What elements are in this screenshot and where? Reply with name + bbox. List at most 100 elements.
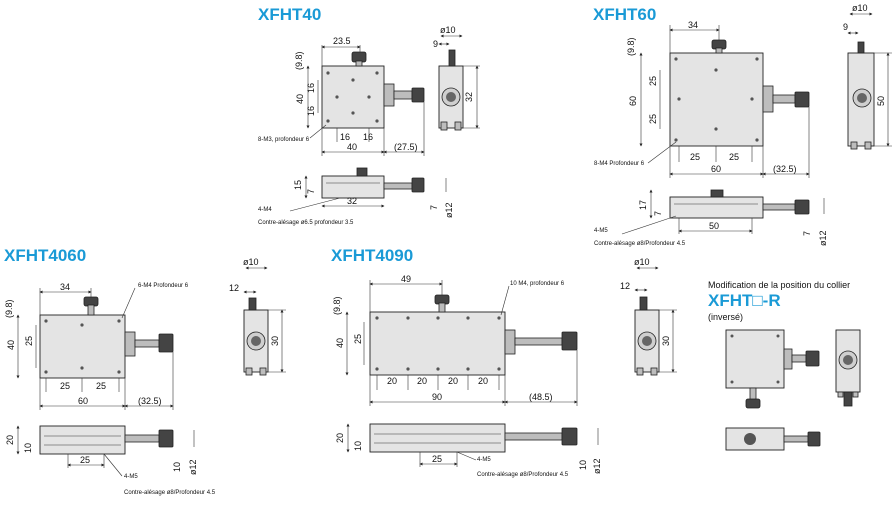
xfht40-dim-16b: 16 [306, 106, 316, 116]
xfht4060-dim-40-h: 40 [6, 340, 16, 350]
xfht4060-note-top: 6-M4 Profondeur 6 [138, 283, 189, 289]
reverse-stage-body [725, 329, 785, 389]
xfht60-dim-25b: 25 [648, 114, 658, 124]
xfht4090-dim-dia10: ø10 [634, 257, 650, 267]
title-reverse-model: XFHT□-R [708, 291, 781, 310]
reverse-front-view [725, 427, 821, 451]
xfht40-dim-dia12: ø12 [444, 202, 454, 218]
xfht4060-dim-32-5: (32.5) [138, 396, 162, 406]
xfht4060-dim-34: 34 [60, 282, 70, 292]
xfht4090-dim-48-5: (48.5) [529, 392, 553, 402]
xfht4090-dim-20a: 20 [387, 376, 397, 386]
xfht60-dim-dia10: ø10 [852, 3, 868, 13]
xfht60-dim-60-w: 60 [711, 164, 721, 174]
xfht4060-dim-dia10: ø10 [243, 257, 259, 267]
title-xfht60: XFHT60 [593, 5, 656, 24]
xfht4060-dim-25b: 25 [96, 381, 106, 391]
xfht4090-dim-20: 20 [335, 433, 345, 443]
xfht4090-note-counterbore: Contre-alésage ø8/Profondeur 4.5 [477, 472, 569, 478]
xfht4090-front-body [369, 423, 506, 453]
xfht4090-dim-12: 12 [620, 281, 630, 291]
xfht40-stage-body [321, 65, 385, 129]
xfht60-dim-7: 7 [653, 211, 663, 216]
xfht4090-stage-body [369, 311, 506, 376]
xfht40-dim-16c: 16 [340, 132, 350, 142]
xfht60-side-view: ø10 9 50 [843, 3, 892, 150]
xfht40-dim-40-h: 40 [295, 94, 305, 104]
xfht4090-dim-10: 10 [353, 441, 363, 451]
xfht40-dim-9: 9 [433, 39, 438, 49]
xfht4060-dim-9-8: (9.8) [4, 299, 14, 318]
xfht60-dim-32-5: (32.5) [773, 164, 797, 174]
xfht4060-front-body [39, 425, 126, 455]
xfht40-note-top: 8-M3, profondeur 6 [258, 137, 310, 143]
xfht40-clamp-stem [355, 60, 363, 67]
xfht40-side-view: ø10 9 32 [433, 25, 480, 131]
xfht40-thimble [411, 87, 425, 103]
xfht4090-dim-25-h: 25 [353, 334, 363, 344]
xfht4090-dim-90-w: 90 [432, 392, 442, 402]
xfht4060-side-view: ø10 12 30 [229, 257, 286, 376]
xfht4090-note-m5: 4-M5 [477, 457, 491, 463]
xfht4090-dim-20d: 20 [478, 376, 488, 386]
xfht4060-dim-10: 10 [23, 443, 33, 453]
xfht40-front-body [321, 175, 385, 199]
xfht40-top-view: 23.5 (9.8) 40 16 16 16 16 40 (27.5) 8-M3… [258, 36, 425, 156]
xfht4060-thimble [158, 333, 174, 353]
xfht60-note-top: 8-M4 Profondeur 6 [594, 161, 645, 167]
xfht4060-note-counterbore: Contre-alésage ø8/Profondeur 4.5 [124, 490, 216, 496]
xfht40-dim-7b: 7 [429, 205, 439, 210]
xfht40-dim-15: 15 [293, 180, 303, 190]
xfht40-note-counterbore: Contre-alésage ø6.5 profondeur 3.5 [258, 220, 354, 226]
reverse-thimble [805, 350, 820, 367]
xfht60-dim-dia12: ø12 [818, 230, 828, 246]
xfht4090-side-view: ø10 12 30 [620, 257, 677, 376]
xfht4090-dim-20b: 20 [417, 376, 427, 386]
xfht4090-dim-10b: 10 [578, 460, 588, 470]
xfht4090-dim-9-8: (9.8) [332, 296, 342, 315]
xfht40-dim-dia10: ø10 [440, 25, 456, 35]
xfht4090-dim-25-bottom: 25 [432, 454, 442, 464]
xfht60-top-view: 34 (9.8) 60 25 25 25 25 60 (32.5) 8-M4 P… [594, 20, 810, 178]
xfht4090-front-view: 20 10 25 10 ø12 4-M5 Contre-alésage ø8/P… [335, 423, 602, 478]
xfht4090-dim-30-side: 30 [661, 336, 671, 346]
xfht60-stage-body [669, 52, 764, 147]
xfht4060-dim-12: 12 [229, 283, 239, 293]
xfht4060-top-view: 34 (9.8) 40 25 25 25 60 (32.5) 6-M4 Prof… [4, 282, 189, 410]
xfht40-micrometer-mount [383, 83, 395, 107]
reverse-top-view [725, 329, 820, 409]
xfht4060-dim-25-bottom: 25 [80, 455, 90, 465]
xfht60-dim-60-h: 60 [628, 96, 638, 106]
xfht60-front-view: 17 7 50 7 ø12 4-M5 Contre-alésage ø8/Pro… [594, 189, 828, 247]
xfht60-dim-50-bottom: 50 [709, 221, 719, 231]
xfht4060-dim-dia12: ø12 [188, 459, 198, 475]
xfht4090-note-top: 10 M4, profondeur 6 [510, 281, 565, 287]
xfht60-dim-9: 9 [843, 22, 848, 32]
xfht4090-top-view: 49 (9.8) 40 25 20 20 20 20 90 (48.5) 10 … [332, 274, 578, 406]
xfht60-dim-7b: 7 [802, 231, 812, 236]
xfht40-side-clamp [448, 49, 456, 67]
xfht40-dim-32-side: 32 [464, 92, 474, 102]
xfht60-dim-9-8: (9.8) [626, 37, 636, 56]
xfht4090-dim-dia12: ø12 [592, 458, 602, 474]
xfht4060-dim-25a: 25 [60, 381, 70, 391]
xfht4060-front-view: 20 10 25 10 ø12 4-M5 Contre-alésage ø8/P… [5, 425, 216, 496]
xfht4090-thimble [561, 331, 578, 351]
xfht40-clamp-knob [351, 51, 367, 63]
title-xfht4090: XFHT4090 [331, 246, 413, 265]
xfht4090-dim-49: 49 [401, 274, 411, 284]
xfht40-dim-23-5: 23.5 [333, 36, 351, 46]
xfht60-thimble [794, 91, 810, 108]
xfht40-front-view: 15 7 32 7 ø12 4-M4 Contre-alésage ø6.5 p… [258, 167, 454, 226]
xfht40-spindle [393, 90, 413, 100]
xfht4060-dim-30-side: 30 [270, 336, 280, 346]
xfht60-dim-25a: 25 [648, 76, 658, 86]
xfht4060-dim-25-h: 25 [24, 336, 34, 346]
reverse-caption: Modification de la position du collier [708, 280, 850, 290]
xfht40-note-m4: 4-M4 [258, 207, 272, 213]
xfht4060-dim-10b: 10 [172, 462, 182, 472]
xfht40-dim-16a: 16 [306, 83, 316, 93]
xfht40-dim-9-8: (9.8) [294, 51, 304, 70]
xfht60-dim-50-side: 50 [876, 96, 886, 106]
